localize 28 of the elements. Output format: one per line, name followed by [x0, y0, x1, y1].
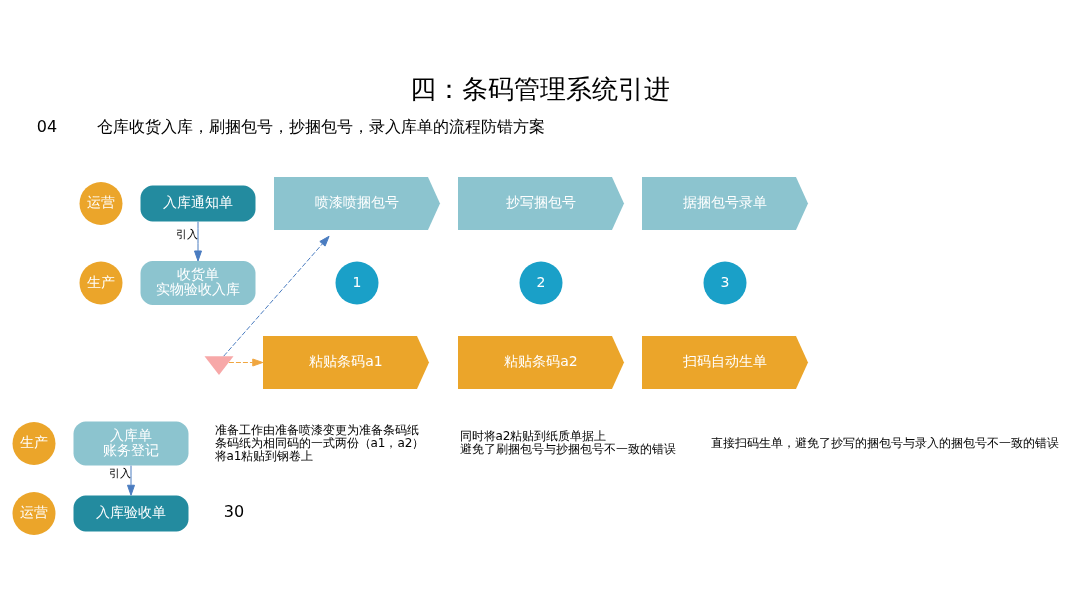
node-circle: 2: [519, 261, 563, 305]
edge-label: 引入: [108, 467, 131, 481]
node-arrow: [204, 356, 234, 375]
node-box: 入库通知单: [140, 185, 256, 222]
arrow: [223, 235, 330, 357]
node-box: 入库验收单: [73, 495, 189, 532]
node-box: 收货单 实物验收入库: [140, 261, 256, 305]
node-label: 条码纸为相同码的一式两份（a1，a2）: [214, 435, 425, 450]
node-circle: 生产: [12, 422, 56, 465]
node-circle: 生产: [79, 261, 123, 305]
node-circle: 1: [335, 261, 379, 305]
node-circle: 运营: [79, 182, 123, 225]
node-circle: 运营: [12, 492, 56, 535]
node-label: 将a1粘贴到钢卷上: [214, 448, 314, 463]
node-label: 避免了刷捆包号与抄捆包号不一致的错误: [459, 442, 676, 457]
arrow: [228, 358, 264, 367]
node-box: 入库单 账务登记: [73, 421, 189, 466]
diagram-title: 四：条码管理系统引进: [410, 73, 670, 104]
edge-label: 引入: [175, 227, 198, 241]
node-circle: 3: [703, 261, 747, 305]
label: 04: [36, 116, 58, 136]
arrow: [194, 221, 202, 262]
arrow: [127, 465, 135, 496]
node-label: 准备工作由准备喷漆变更为准备条码纸: [214, 422, 419, 437]
label: 30: [223, 502, 245, 522]
label: 仓库收货入库，刷捆包号，抄捆包号，录入库单的流程防错方案: [97, 116, 545, 136]
node-label: 同时将a2粘贴到纸质单据上: [459, 429, 607, 444]
node-label: 直接扫码生单，避免了抄写的捆包号与录入的捆包号不一致的错误: [710, 435, 1059, 450]
